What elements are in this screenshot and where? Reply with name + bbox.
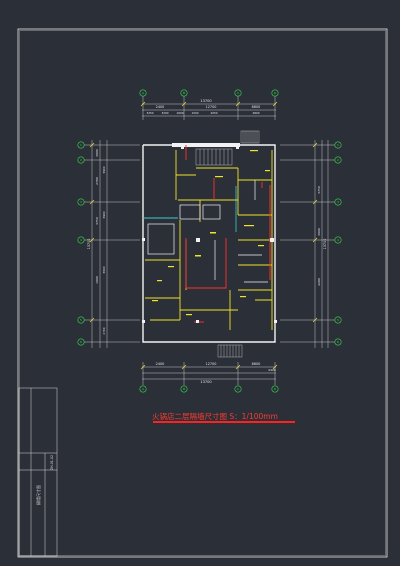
left-segment-7: 3600	[102, 266, 106, 273]
bottom-total-dimension: 13700	[200, 380, 212, 384]
grid-right-1-label: 2	[337, 158, 339, 162]
grid-axis-bubbles: A B C D A B C D 1 2 3 4 5 6 1 2 3 4 5 6	[77, 89, 342, 393]
grid-right-0-label: 1	[337, 143, 339, 147]
grid-right-4-label: 5	[337, 318, 339, 322]
grid-bottom-1-label: B	[183, 387, 185, 391]
top-detail-3: 1600	[176, 111, 183, 115]
left-segment-2: 2700	[95, 177, 99, 185]
left-segment-3: 3750	[95, 217, 99, 225]
grid-left-0-circle	[77, 141, 85, 149]
top-detail-5: 2050	[210, 111, 217, 115]
bottom-segment-3: 8600	[252, 362, 261, 366]
grid-bottom-2-circle	[234, 385, 242, 393]
grid-top-3-circle	[271, 89, 279, 97]
top-segment-2: 12700	[206, 105, 217, 109]
grid-left-0-label: 1	[80, 143, 82, 147]
grid-right-5-label: 6	[337, 340, 339, 344]
grid-bottom-3-circle	[271, 385, 279, 393]
right-segment-2: 3000	[317, 228, 321, 236]
grid-right-4-circle	[334, 316, 342, 324]
grid-top-2-label: C	[237, 91, 239, 95]
grid-left-5-label: 6	[80, 340, 82, 344]
title-block-vertical-code: ZH-01-02	[50, 455, 54, 470]
top-detail-4: 1500	[191, 111, 198, 115]
left-segment-8: 2700	[102, 327, 106, 334]
drawing-title: 火锅店二层隔墙尺寸图 S：1/100mm	[152, 412, 278, 421]
grid-right-5-circle	[334, 338, 342, 346]
left-segment-1: 3000	[95, 149, 99, 157]
grid-left-1-circle	[77, 156, 85, 164]
left-total-dimension: 13700	[87, 239, 91, 250]
columns	[142, 146, 277, 323]
grid-left-2-circle	[77, 198, 85, 206]
outer-frame	[17, 28, 388, 558]
dimension-marks-interior	[152, 150, 270, 316]
top-detail-2: 3200	[161, 111, 168, 115]
red-walls	[185, 145, 271, 323]
grid-left-2-label: 3	[80, 200, 82, 204]
grid-top-0-label: A	[142, 91, 145, 95]
bottom-segment-4: 4400	[268, 368, 276, 372]
grid-bottom-2-label: C	[237, 387, 239, 391]
title-block-vertical-text: 隔墙尺寸图	[35, 485, 41, 505]
grid-right-2-circle	[334, 198, 342, 206]
bottom-segment-2: 12700	[206, 362, 217, 366]
inner-frame	[19, 30, 386, 556]
grid-right-3-label: 4	[337, 238, 339, 242]
stair-interior	[195, 148, 233, 166]
grid-left-1-label: 2	[80, 158, 82, 162]
grid-bottom-0-circle	[139, 385, 147, 393]
grid-left-4-label: 5	[80, 318, 82, 322]
grid-bottom-1-circle	[180, 385, 188, 393]
partition-walls	[145, 150, 273, 330]
stair-top	[240, 130, 260, 144]
grid-top-1-circle	[180, 89, 188, 97]
top-segment-1: 2400	[156, 105, 165, 109]
grid-top-3-label: D	[274, 91, 277, 95]
grid-bottom-3-label: D	[274, 387, 277, 391]
right-segment-3: 4200	[317, 278, 321, 286]
grid-top-2-circle	[234, 89, 242, 97]
grid-right-3-circle	[334, 236, 342, 244]
right-segment-1: 3750	[317, 186, 321, 194]
grid-left-4-circle	[77, 316, 85, 324]
grid-right-2-label: 3	[337, 200, 339, 204]
drawing-title-underline	[153, 421, 295, 423]
grid-right-1-circle	[334, 156, 342, 164]
grid-bottom-0-label: A	[142, 387, 145, 391]
grid-left-3-label: 4	[80, 238, 82, 242]
top-segment-3: 8600	[252, 105, 261, 109]
left-segment-6: 3900	[102, 211, 106, 218]
left-segment-4: 1000	[95, 276, 99, 284]
interior-walls	[147, 180, 268, 283]
top-total-dimension: 13700	[200, 99, 212, 103]
grid-top-0-circle	[139, 89, 147, 97]
left-segment-5: 3900	[102, 166, 106, 173]
grid-left-5-circle	[77, 338, 85, 346]
outer-walls	[142, 143, 276, 343]
grid-top-1-label: B	[183, 91, 185, 95]
dimension-ticks	[89, 101, 318, 370]
dimension-lines	[84, 96, 335, 385]
bottom-segment-1: 2400	[156, 362, 165, 366]
stair-bottom	[217, 344, 243, 358]
top-detail-6: 4800	[252, 111, 259, 115]
title-block	[18, 387, 58, 557]
top-detail-1: 3250	[146, 111, 153, 115]
grid-right-0-circle	[334, 141, 342, 149]
floor-plan	[142, 130, 277, 358]
right-total-dimension: 13700	[323, 239, 327, 250]
grid-left-3-circle	[77, 236, 85, 244]
